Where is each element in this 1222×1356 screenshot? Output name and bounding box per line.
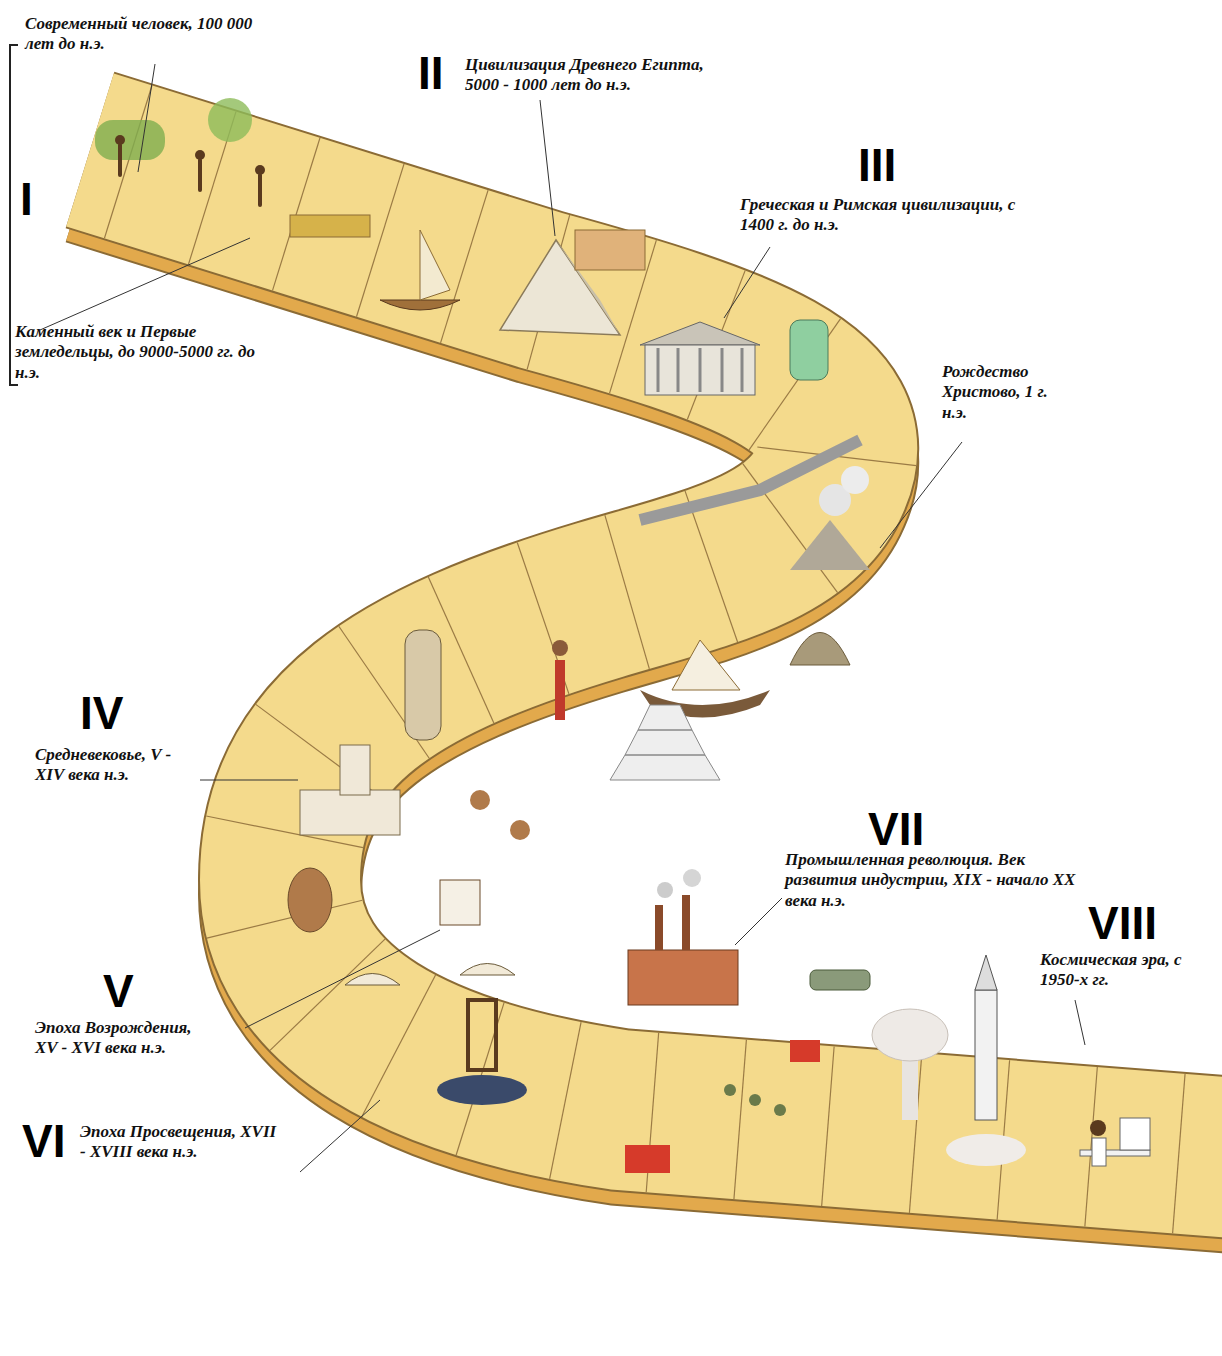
era-caption: Греческая и Римская цивилизации, с 1400 … [740,195,1040,236]
era-caption: Рождество Христово, 1 г. н.э. [942,362,1067,423]
era-caption: Цивилизация Древнего Египта, 5000 - 1000… [465,55,715,96]
road-segment-line [272,138,320,291]
road-segment-line [743,464,838,593]
era-caption: Каменный век и Первые земледельцы, до 90… [15,322,260,383]
road-segment-line [357,164,405,317]
road-segment-line [822,1046,834,1206]
era-caption: Космическая эра, с 1950-х гг. [1040,950,1210,991]
road-segment-line [104,85,152,238]
era-numeral: VIII [1088,900,1157,946]
era-numeral: VII [868,806,924,852]
road-segment-line [256,704,384,799]
era-numeral: V [103,968,134,1014]
road-segment-line [441,190,489,343]
era-caption: Современный человек, 100 000 лет до н.э. [25,14,275,55]
road [90,85,1222,1233]
leader-lines [40,64,1085,1172]
road-segment-line [605,515,649,669]
era-numeral: IV [80,690,123,736]
era-caption: Эпоха Возрождения, XV - XVI века н.э. [35,1018,215,1059]
road-segment-line [1173,1074,1185,1234]
road-segment-line [550,1022,581,1179]
era-numeral: I [20,176,33,222]
road-segment-line [207,900,362,938]
era-numeral: II [418,50,444,96]
era-caption: Средневековье, V - XIV века н.э. [35,745,195,786]
figures [95,98,1150,1173]
road-segment-line [749,319,840,450]
road-outline [90,150,1222,1160]
road-segments [104,85,1185,1233]
era-numeral: VI [22,1118,65,1164]
era-numeral: III [858,142,896,188]
era-caption: Промышленная революция. Век развития инд… [785,850,1085,911]
road-segment-line [734,1040,746,1200]
road-segment-line [270,939,385,1050]
era-caption: Эпоха Просвещения, XVII - XVIII века н.э… [80,1122,280,1163]
road-surface [90,150,1222,1160]
road-segment-line [685,491,738,642]
road-segment-line [362,975,436,1117]
